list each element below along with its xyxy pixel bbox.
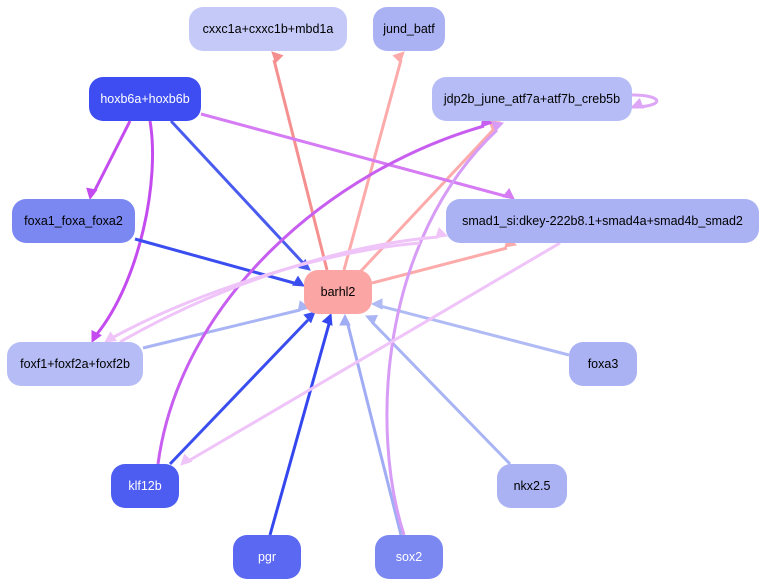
node-box	[373, 7, 445, 51]
edge-nkx25-to-barhl2	[364, 314, 512, 466]
edge-arrowhead	[435, 227, 449, 239]
node-label: barhl2	[321, 285, 356, 299]
edge-arrowhead	[392, 51, 405, 64]
node-label: nkx2.5	[514, 479, 551, 493]
node-jund[interactable]: jund_batf	[373, 7, 445, 51]
node-label: foxa3	[588, 357, 619, 371]
node-box	[233, 535, 301, 579]
edge-line	[156, 124, 485, 465]
edge-arrowhead	[180, 453, 193, 466]
edge-arrowhead	[91, 330, 102, 343]
edge-barhl2-to-smad	[371, 236, 518, 285]
node-box	[89, 77, 201, 121]
node-smad[interactable]: smad1_si:dkey-222b8.1+smad4a+smad4b_smad…	[446, 199, 759, 243]
edge-sox2-to-jdp2b	[385, 121, 505, 536]
edge-arrowhead	[502, 187, 515, 200]
node-foxa3[interactable]: foxa3	[569, 342, 637, 386]
edge-line	[119, 235, 439, 344]
edge-line	[346, 324, 403, 536]
edge-arrowhead	[630, 97, 644, 109]
edge-line	[342, 59, 403, 271]
edge-jdp2b-to-jdp2b	[630, 93, 658, 109]
node-foxa1[interactable]: foxa1_foxa_foxa2	[12, 199, 135, 243]
edge-foxf1-to-barhl2	[142, 300, 311, 350]
node-label: sox2	[396, 550, 422, 564]
node-pgr[interactable]: pgr	[233, 535, 301, 579]
edge-line	[169, 119, 306, 266]
edge-sox2-to-barhl2	[339, 313, 403, 536]
edge-arrowhead	[321, 312, 333, 326]
edge-line	[385, 128, 499, 536]
edge-foxa3-to-barhl2	[370, 298, 570, 357]
edge-arrowhead	[370, 298, 383, 310]
node-label: pgr	[258, 550, 276, 564]
edge-hoxb6-to-barhl2	[169, 119, 311, 271]
node-klf12b[interactable]: klf12b	[111, 464, 179, 508]
node-box	[446, 199, 759, 243]
node-box	[12, 199, 135, 243]
node-label: jdp2b_june_atf7a+atf7b_creb5b	[443, 92, 620, 106]
edge-foxf1-to-smad	[119, 227, 449, 344]
edge-arrowhead	[303, 311, 316, 324]
node-barhl2[interactable]: barhl2	[304, 270, 372, 314]
edge-smad-to-klf12b	[180, 241, 561, 466]
node-box	[111, 464, 179, 508]
node-hoxb6[interactable]: hoxb6a+hoxb6b	[89, 77, 201, 121]
edge-barhl2-to-cxxc	[271, 51, 329, 271]
node-sox2[interactable]: sox2	[375, 535, 443, 579]
edge-line	[95, 120, 155, 335]
edge-arrowhead	[339, 313, 351, 326]
edge-line	[168, 318, 310, 466]
edges-layer	[86, 51, 658, 536]
edge-line	[370, 320, 512, 466]
node-box	[569, 342, 637, 386]
edge-arrowhead	[491, 121, 505, 133]
node-label: klf12b	[128, 479, 161, 493]
edge-arrowhead	[364, 314, 378, 326]
node-cxxc[interactable]: cxxc1a+cxxc1b+mbd1a	[189, 7, 347, 51]
node-box	[189, 7, 347, 51]
edge-pgr-to-barhl2	[268, 312, 333, 536]
node-label: foxf1+foxf2a+foxf2b	[20, 357, 130, 371]
node-label: foxa1_foxa_foxa2	[24, 214, 123, 228]
edge-line	[142, 308, 301, 350]
node-box	[432, 77, 632, 121]
edge-line	[268, 323, 331, 536]
edge-line	[93, 120, 132, 191]
edge-line	[134, 237, 295, 285]
edge-arrowhead	[86, 187, 98, 201]
edge-arrowhead	[292, 275, 305, 287]
edge-arrowhead	[297, 300, 311, 312]
node-jdp2b[interactable]: jdp2b_june_atf7a+atf7b_creb5b	[432, 77, 632, 121]
node-label: smad1_si:dkey-222b8.1+smad4a+smad4b_smad…	[462, 214, 743, 228]
edge-foxa1-to-barhl2	[134, 237, 305, 287]
node-box	[375, 535, 443, 579]
edge-barhl2-to-jund	[342, 51, 405, 271]
node-label: cxxc1a+cxxc1b+mbd1a	[203, 22, 334, 36]
node-box	[304, 270, 372, 314]
node-box	[7, 342, 143, 386]
edge-line	[272, 59, 329, 271]
edge-line	[189, 241, 561, 462]
edge-line	[371, 246, 508, 285]
edge-hoxb6-to-foxf1	[91, 120, 155, 343]
node-foxf1[interactable]: foxf1+foxf2a+foxf2b	[7, 342, 143, 386]
edge-arrowhead	[271, 51, 284, 64]
node-nkx25[interactable]: nkx2.5	[497, 464, 567, 508]
edge-klf12b-to-barhl2	[168, 311, 316, 466]
nodes-layer: cxxc1a+cxxc1b+mbd1a jund_batf hoxb6a+hoxb6…	[7, 7, 759, 579]
node-label: hoxb6a+hoxb6b	[100, 92, 189, 106]
edge-hoxb6-to-foxa1	[86, 120, 132, 201]
node-label: jund_batf	[382, 22, 435, 36]
node-box	[497, 464, 567, 508]
edge-line	[379, 304, 570, 357]
edge-arrowhead	[104, 331, 117, 343]
